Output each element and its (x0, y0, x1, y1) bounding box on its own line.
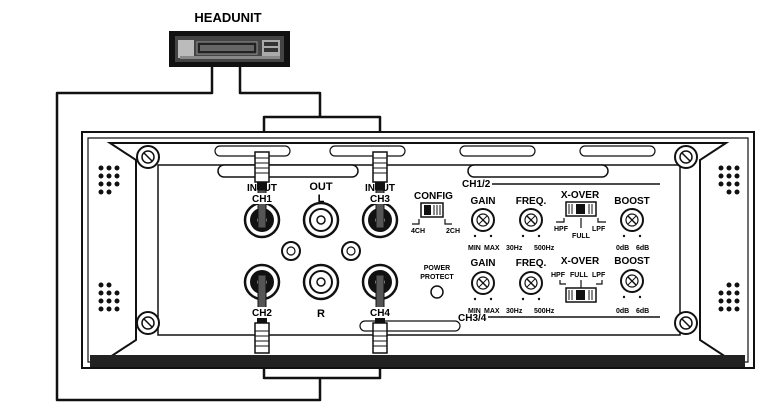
freq-min-label-ch34: 30Hz (506, 308, 523, 315)
headunit-label: HEADUNIT (194, 10, 261, 25)
gain-max-label-ch34: MAX (484, 308, 500, 315)
rca-plug-ch1 (254, 151, 270, 229)
boost-min-label-ch34: 0dB (616, 308, 629, 315)
config-2ch-label: 2CH (446, 228, 460, 235)
boost-label-ch34: BOOST (614, 256, 650, 267)
boost-knob-ch34[interactable] (620, 269, 644, 293)
gain-label-ch12: GAIN (471, 196, 496, 207)
out-l-rca-jack[interactable] (302, 201, 340, 239)
out-r-label: R (317, 308, 325, 320)
freq-knob-ch34[interactable] (519, 271, 543, 295)
xover-lpf-label-ch12: LPF (592, 226, 606, 233)
left-vent-grid (98, 165, 120, 312)
power-protect-led (430, 285, 444, 299)
xover-switch-ch12[interactable] (565, 201, 597, 217)
gain-min-label-ch34: MIN (468, 308, 481, 315)
xover-full-label-ch34: FULL (570, 272, 589, 279)
xover-full-label-ch12: FULL (572, 233, 591, 240)
headunit-device (169, 31, 290, 67)
xover-lpf-label-ch34: LPF (592, 272, 606, 279)
boost-knob-ch12[interactable] (620, 208, 644, 232)
mounting-screw-bottom-right (674, 311, 698, 335)
ch12-title: CH1/2 (462, 179, 491, 190)
gain-max-label-ch12: MAX (484, 245, 500, 252)
amplifier-chassis (81, 131, 755, 369)
out-r-rca-jack[interactable] (302, 263, 340, 301)
small-jack-right (341, 241, 361, 261)
out-l-label: L (318, 193, 325, 205)
freq-min-label-ch12: 30Hz (506, 245, 523, 252)
mounting-screw-bottom-left (136, 311, 160, 335)
boost-label-ch12: BOOST (614, 196, 650, 207)
ch34-title: CH3/4 (458, 313, 487, 324)
ch4-label: CH4 (370, 308, 390, 319)
rca-plug-ch3 (372, 151, 388, 229)
xover-hpf-label-ch12: HPF (554, 226, 569, 233)
rca-plug-ch2 (254, 274, 270, 354)
ch3-label: CH3 (370, 194, 390, 205)
out-label: OUT (309, 181, 333, 193)
small-jack-left (281, 241, 301, 261)
config-switch[interactable] (420, 202, 444, 218)
xover-switch-ch34[interactable] (565, 287, 597, 303)
freq-max-label-ch34: 500Hz (534, 308, 555, 315)
xover-hpf-label-ch34: HPF (551, 272, 566, 279)
config-label: CONFIG (414, 191, 453, 202)
knob-dots-row1 (473, 234, 642, 238)
xover-label-ch12: X-OVER (561, 190, 600, 201)
power-label: POWER (424, 265, 450, 272)
gain-min-label-ch12: MIN (468, 245, 481, 252)
boost-max-label-ch12: 6dB (636, 245, 649, 252)
gain-knob-ch12[interactable] (471, 208, 495, 232)
gain-label-ch34: GAIN (471, 258, 496, 269)
mounting-screw-top-right (674, 145, 698, 169)
freq-max-label-ch12: 500Hz (534, 245, 555, 252)
config-4ch-label: 4CH (411, 228, 425, 235)
freq-knob-ch12[interactable] (519, 208, 543, 232)
rca-plug-ch4 (372, 274, 388, 354)
knob-dots-row2 (473, 295, 642, 301)
protect-label: PROTECT (420, 274, 454, 281)
gain-knob-ch34[interactable] (471, 271, 495, 295)
xover-label-ch34: X-OVER (561, 256, 600, 267)
boost-max-label-ch34: 6dB (636, 308, 649, 315)
freq-label-ch34: FREQ. (516, 258, 547, 269)
freq-label-ch12: FREQ. (516, 196, 547, 207)
mounting-screw-top-left (136, 145, 160, 169)
ch2-label: CH2 (252, 308, 272, 319)
boost-min-label-ch12: 0dB (616, 245, 629, 252)
ch1-label: CH1 (252, 194, 272, 205)
right-vent-grid (718, 165, 740, 312)
